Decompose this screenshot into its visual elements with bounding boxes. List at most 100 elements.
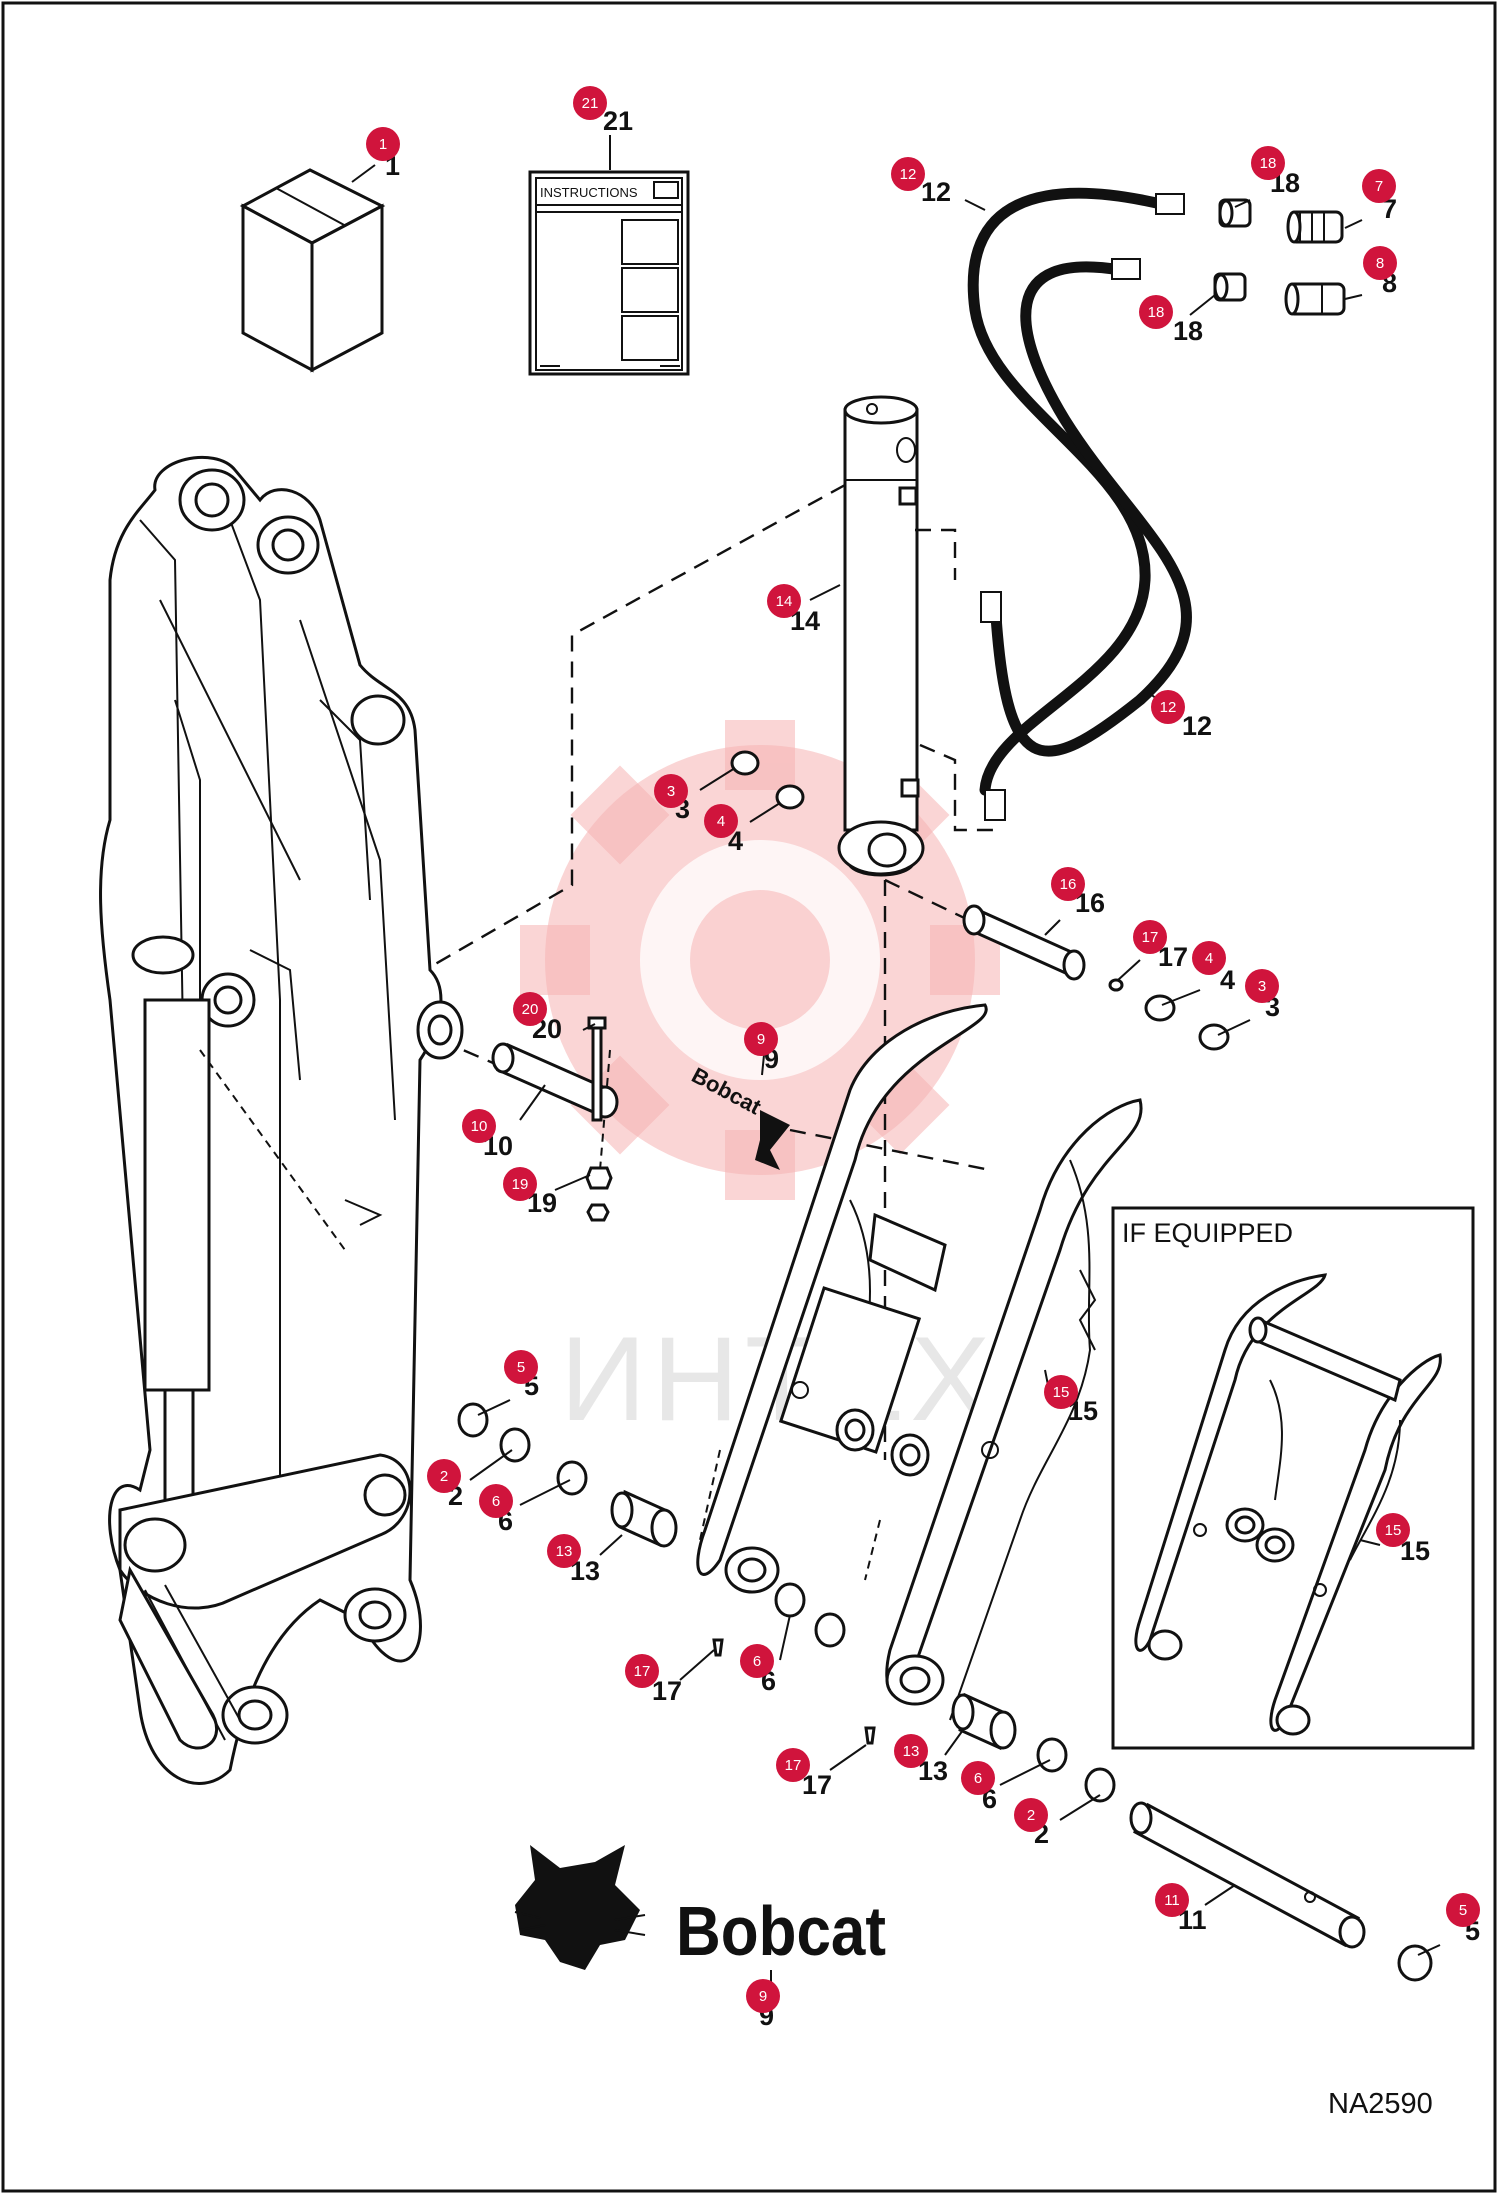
callout-leader: [351, 164, 376, 183]
callout-badge: [1014, 1798, 1048, 1832]
callout-badge: [1251, 146, 1285, 180]
callout-leader: [999, 1759, 1051, 1786]
callout-badge-label: 20: [522, 1001, 539, 1018]
hydraulic-cylinder: [837, 395, 925, 877]
callout-leader: [779, 1614, 791, 1661]
callout-leader: [1417, 1944, 1441, 1956]
excavator-arm: [99, 455, 464, 1785]
callout-leader: [809, 584, 841, 601]
callout-badge: [1139, 295, 1173, 329]
callout-badge: [1155, 1883, 1189, 1917]
part-box: [239, 168, 386, 373]
callout-badge-label: 4: [717, 813, 725, 830]
callout-leader: [944, 1729, 964, 1756]
callout-leader: [749, 802, 781, 823]
callout-badge: [462, 1109, 496, 1143]
callout-badge-label: 13: [903, 1743, 920, 1760]
callout-badge: [746, 1979, 780, 2013]
callout-leader: [1217, 1019, 1251, 1036]
callout-badge: [366, 127, 400, 161]
callout-leader: [477, 1399, 511, 1416]
callout-badge-label: 7: [1375, 178, 1383, 195]
bobcat-logo-icon: [514, 1845, 646, 1970]
callout-badge: [654, 774, 688, 808]
callout-badge-label: 12: [900, 166, 917, 183]
callout-badge: [776, 1748, 810, 1782]
callout-number: 17: [802, 1770, 832, 1800]
pin-16: [962, 904, 1124, 992]
callout-7: 77: [1344, 169, 1397, 229]
callout-badge: [1376, 1513, 1410, 1547]
callout-badge: [479, 1484, 513, 1518]
callout-badge-label: 5: [1459, 1902, 1467, 1919]
callout-badge-label: 17: [785, 1757, 802, 1774]
callout-leader: [1044, 919, 1061, 936]
callout-badge: [1362, 169, 1396, 203]
callout-leader: [519, 1479, 571, 1506]
callout-badge-label: 11: [1164, 1892, 1180, 1909]
callout-badge-label: 6: [753, 1653, 761, 1670]
callout-badge-label: 17: [1142, 929, 1159, 946]
callout-leader: [699, 767, 736, 791]
callout-badge: [513, 992, 547, 1026]
callout-badge: [1363, 246, 1397, 280]
callout-badge: [1151, 690, 1185, 724]
callout-leader: [582, 1023, 596, 1031]
callout-badge-label: 18: [1148, 304, 1165, 321]
callout-5: 55: [1417, 1893, 1480, 1956]
callout-badge-label: 13: [556, 1543, 573, 1560]
callout-leader: [1344, 294, 1363, 300]
callout-4: 44: [704, 802, 781, 856]
thumb-attachment: [696, 1003, 1143, 1721]
callout-badge: [740, 1644, 774, 1678]
callout-badge: [744, 1022, 778, 1056]
callout-badge-label: 10: [471, 1118, 488, 1135]
callout-badge: [427, 1459, 461, 1493]
callout-badge-label: 15: [1385, 1522, 1402, 1539]
callout-badge-label: 3: [667, 783, 675, 800]
callout-1: 11: [351, 127, 400, 183]
callout-leader: [469, 1449, 513, 1481]
callout-number: 18: [1173, 316, 1203, 346]
callout-leader: [1359, 1539, 1381, 1546]
bushing-set-right: [951, 1692, 1116, 1803]
callout-badge-label: 15: [1053, 1384, 1070, 1401]
callout-8: 88: [1344, 246, 1397, 300]
callout-badge: [1446, 1893, 1480, 1927]
hydraulic-hoses: [967, 187, 1192, 821]
callout-badge-label: 9: [757, 1031, 765, 1048]
callout-badge-label: 6: [974, 1770, 982, 1787]
callout-number: 12: [1182, 711, 1212, 741]
callout-2: 22: [427, 1449, 513, 1511]
callout-badge: [547, 1534, 581, 1568]
callout-6: 66: [740, 1614, 791, 1696]
callout-badge-label: 19: [512, 1176, 529, 1193]
callout-leader: [1344, 219, 1363, 229]
callout-number: 4: [1220, 965, 1235, 995]
instructions-sheet: [528, 170, 690, 376]
callout-badge: [704, 804, 738, 838]
callout-3: 33: [654, 767, 736, 824]
callout-badge: [625, 1654, 659, 1688]
callout-badge-label: 21: [582, 95, 599, 112]
inset-if-equipped: [1111, 1206, 1475, 1750]
callout-leader: [1234, 199, 1251, 208]
callout-badge: [1044, 1375, 1078, 1409]
callout-leader: [1204, 1884, 1236, 1906]
callout-badge-label: 17: [634, 1663, 651, 1680]
callout-6: 66: [479, 1479, 571, 1536]
callout-badge-label: 14: [776, 593, 793, 610]
